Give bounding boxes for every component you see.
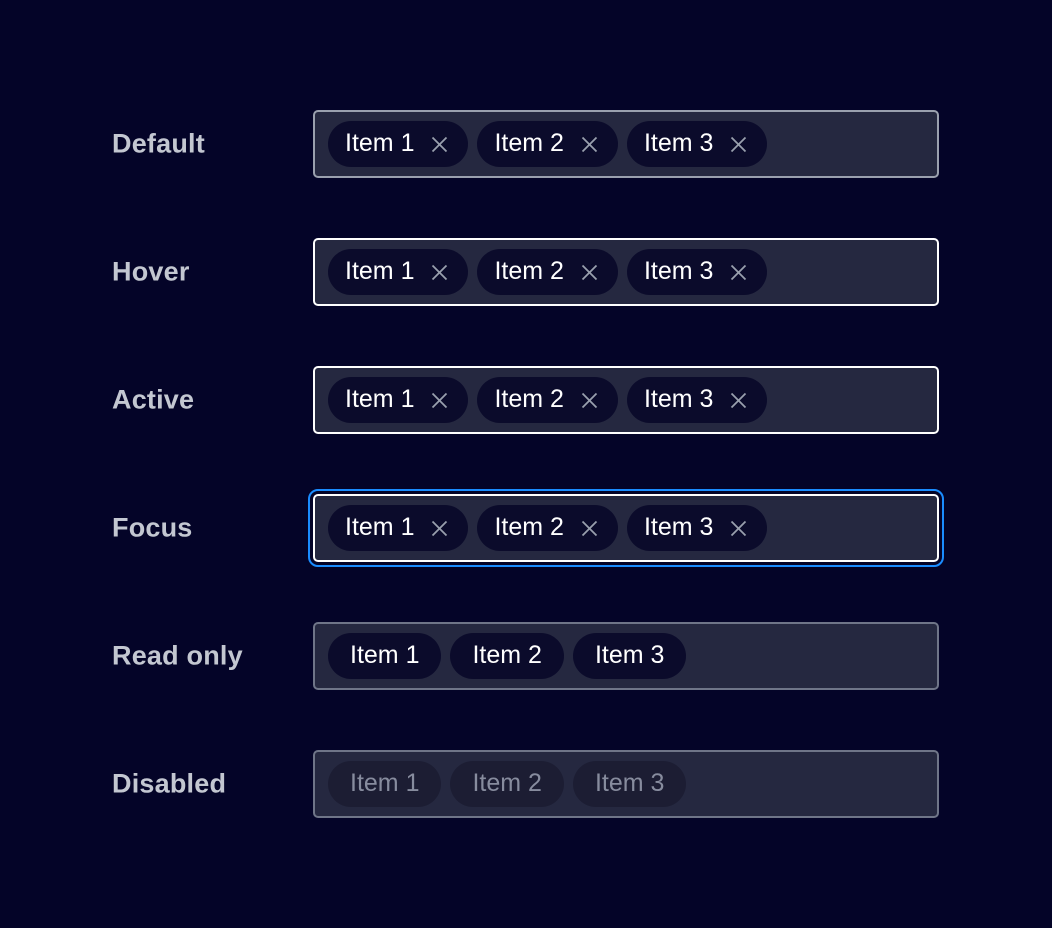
chip-label: Item 2 (494, 384, 564, 413)
chip-input-disabled: Item 1 Item 2 Item 3 (313, 750, 939, 818)
close-icon[interactable] (428, 389, 451, 412)
close-icon[interactable] (428, 517, 451, 540)
close-icon[interactable] (727, 389, 750, 412)
chip-label: Item 1 (345, 128, 415, 157)
chip-label: Item 1 (345, 512, 415, 541)
state-label: Disabled (112, 768, 227, 799)
chip-label: Item 3 (594, 640, 665, 669)
chip: Item 3 (572, 761, 687, 807)
chip-input-active[interactable]: Item 1 Item 2 Item 3 (313, 366, 939, 434)
chip-input-readonly: Item 1 Item 2 Item 3 (313, 622, 939, 690)
chip-label: Item 3 (643, 256, 714, 285)
state-row-disabled: Disabled Item 1 Item 2 Item 3 (0, 748, 1052, 820)
chip-label: Item 3 (643, 128, 714, 157)
chip-label: Item 2 (494, 128, 564, 157)
state-row-active: Active Item 1 Item 2 Item 3 (0, 364, 1052, 436)
chip: Item 1 (328, 761, 442, 807)
chip[interactable]: Item 2 (477, 377, 618, 423)
close-icon[interactable] (578, 261, 601, 284)
state-row-hover: Hover Item 1 Item 2 Item 3 (0, 236, 1052, 308)
chip-label: Item 2 (472, 768, 542, 797)
chip-label: Item 3 (594, 768, 665, 797)
close-icon[interactable] (428, 261, 451, 284)
chip-label: Item 1 (345, 256, 415, 285)
chip[interactable]: Item 2 (477, 505, 618, 551)
state-label: Active (112, 384, 195, 415)
close-icon[interactable] (578, 389, 601, 412)
chip[interactable]: Item 1 (328, 377, 469, 423)
chip-label: Item 2 (494, 512, 564, 541)
state-row-default: Default Item 1 Item 2 Item 3 (0, 108, 1052, 180)
chip-label: Item 3 (643, 512, 714, 541)
chip-label: Item 2 (494, 256, 564, 285)
state-label: Default (112, 128, 205, 159)
chip[interactable]: Item 3 (572, 633, 687, 679)
chip[interactable]: Item 3 (626, 505, 768, 551)
state-label: Read only (112, 640, 243, 671)
close-icon[interactable] (727, 133, 750, 156)
close-icon[interactable] (578, 517, 601, 540)
chip-label: Item 1 (345, 384, 415, 413)
close-icon[interactable] (428, 133, 451, 156)
chip-input-hover[interactable]: Item 1 Item 2 Item 3 (313, 238, 939, 306)
chip[interactable]: Item 3 (626, 121, 768, 167)
chip[interactable]: Item 1 (328, 505, 469, 551)
chip[interactable]: Item 2 (477, 249, 618, 295)
chip[interactable]: Item 1 (328, 121, 469, 167)
chip-label: Item 3 (643, 384, 714, 413)
close-icon[interactable] (727, 517, 750, 540)
state-label: Hover (112, 256, 190, 287)
chip[interactable]: Item 3 (626, 249, 768, 295)
chip[interactable]: Item 2 (477, 121, 618, 167)
state-label: Focus (112, 512, 193, 543)
chip-label: Item 1 (350, 640, 420, 669)
chip-input-default[interactable]: Item 1 Item 2 Item 3 (313, 110, 939, 178)
state-row-focus: Focus Item 1 Item 2 Item 3 (0, 489, 1052, 567)
chip[interactable]: Item 3 (626, 377, 768, 423)
chip: Item 2 (450, 761, 564, 807)
chip-label: Item 2 (472, 640, 542, 669)
chip-label: Item 1 (350, 768, 420, 797)
close-icon[interactable] (578, 133, 601, 156)
chip[interactable]: Item 1 (328, 633, 442, 679)
chip[interactable]: Item 2 (450, 633, 564, 679)
state-row-readonly: Read only Item 1 Item 2 Item 3 (0, 620, 1052, 692)
chip-input-focus[interactable]: Item 1 Item 2 Item 3 (308, 489, 944, 567)
close-icon[interactable] (727, 261, 750, 284)
chip[interactable]: Item 1 (328, 249, 469, 295)
